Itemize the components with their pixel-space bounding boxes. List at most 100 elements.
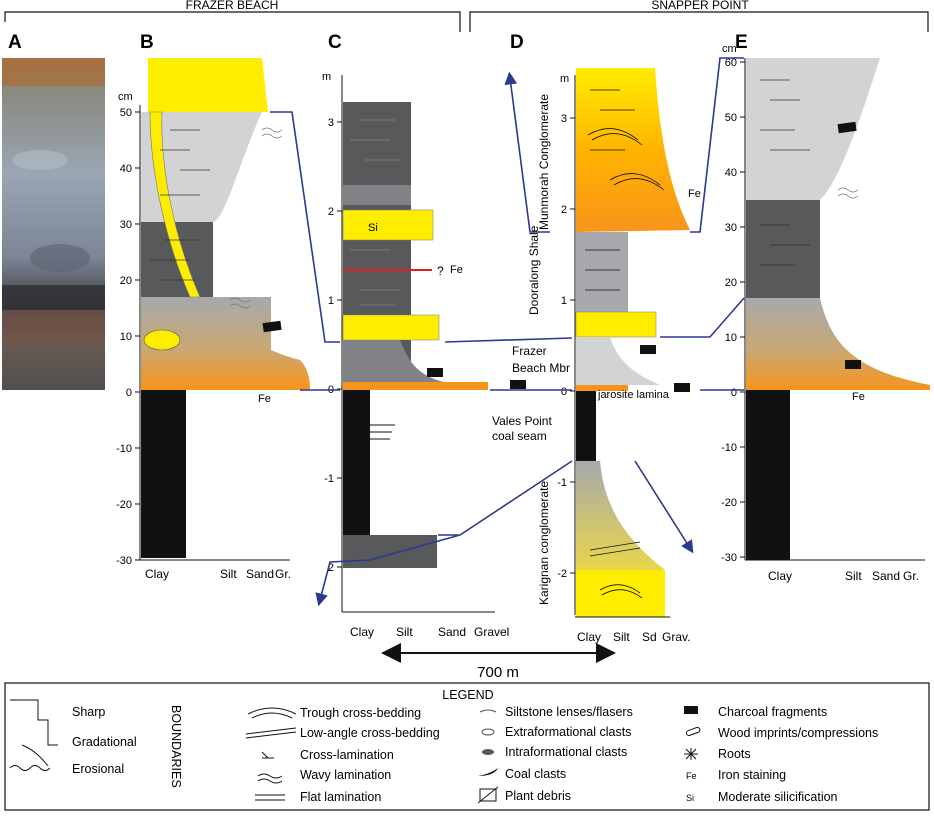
distance-label: 700 m [477, 664, 519, 681]
legend-siltstone: Siltstone lenses/flasers [505, 705, 633, 719]
legend-low-angle: Low-angle cross-bedding [300, 726, 440, 740]
unit-frazer: Frazer [512, 344, 547, 358]
legend-boundaries: Sharp Gradational Erosional BOUNDARIES [9, 699, 183, 788]
axis-tick-label: 2 [561, 204, 567, 216]
annotation-fe-d: Fe [688, 188, 701, 200]
axis-d-sand: Sd [642, 630, 657, 644]
panel-label-b: B [140, 32, 154, 53]
axis-tick-label: -10 [721, 442, 737, 454]
annotation-si: Si [368, 222, 378, 234]
axis-tick-label: 1 [561, 295, 567, 307]
panel-label-a: A [8, 32, 22, 53]
axis-d-clay: Clay [577, 630, 601, 644]
axis-b-sand: Sand [246, 567, 274, 581]
legend: LEGEND Sharp Gradational Erosional BOUND… [4, 682, 930, 811]
legend-charcoal: Charcoal fragments [718, 705, 827, 719]
unit-beach-mbr: Beach Mbr [512, 361, 570, 375]
axis-tick-label: 2 [328, 562, 334, 574]
outcrop-photo [2, 58, 105, 390]
legend-col3: Fe Si Charcoal fragments Wood imprints/c… [684, 705, 878, 804]
axis-e-gravel: Gr. [903, 569, 919, 583]
legend-fe-symbol: Fe [686, 771, 697, 781]
legend-plant-debris: Plant debris [505, 789, 571, 803]
legend-roots: Roots [718, 747, 751, 761]
annotation-fe-b: Fe [258, 393, 271, 405]
legend-coal-clasts: Coal clasts [505, 767, 566, 781]
axis-tick-label: 50 [725, 112, 737, 124]
header-frazer-beach: FRAZER BEACH [4, 0, 461, 32]
axis-tick-label: -20 [721, 497, 737, 509]
axis-e-sand: Sand [872, 569, 900, 583]
axis-c-clay: Clay [350, 625, 374, 639]
boundary-gradational: Gradational [72, 735, 137, 749]
axis-tick-label: 50 [120, 107, 132, 119]
correlation-lines [270, 57, 745, 607]
legend-iron: Iron staining [718, 768, 786, 782]
axis-e-clay: Clay [768, 569, 792, 583]
axis-c-sand: Sand [438, 625, 466, 639]
legend-col2: Siltstone lenses/flasers Extraformationa… [477, 705, 633, 804]
legend-si-symbol: Si [686, 793, 694, 803]
boundary-erosional: Erosional [72, 762, 124, 776]
axis-tick-label: 10 [725, 332, 737, 344]
axis-b-silt: Silt [220, 567, 237, 581]
legend-title: LEGEND [442, 688, 493, 702]
axis-b-clay: Clay [145, 567, 169, 581]
legend-wood: Wood imprints/compressions [718, 726, 878, 740]
axis-tick-label: 3 [328, 117, 334, 129]
annotation-fe-c: Fe [450, 264, 463, 276]
unit-cm-e: cm [722, 43, 737, 55]
jarosite-label: jarosite lamina [597, 389, 670, 401]
unit-dooralong-1: Dooralong Shale [527, 225, 541, 315]
axis-tick-label: 1 [328, 295, 334, 307]
axis-tick-label: 0 [126, 387, 132, 399]
axis-tick-label: 3 [561, 113, 567, 125]
unit-karignan: Karignan conglomerate [537, 481, 551, 605]
distance-indicator: 700 m [381, 643, 616, 681]
legend-cross-lam: Cross-lamination [300, 748, 394, 762]
legend-trough: Trough cross-bedding [300, 706, 421, 720]
axis-c-silt: Silt [396, 625, 413, 639]
axis-tick-label: 10 [120, 331, 132, 343]
annotation-fe-e: Fe [852, 391, 865, 403]
axis-c-gravel: Gravel [474, 625, 509, 639]
legend-silicification: Moderate silicification [718, 790, 838, 804]
axis-e-silt: Silt [845, 569, 862, 583]
axis-d-silt: Silt [613, 630, 630, 644]
legend-col1: Trough cross-bedding Low-angle cross-bed… [245, 706, 440, 804]
unit-m-d: m [560, 73, 569, 85]
axis-tick-label: 2 [328, 206, 334, 218]
panel-label-c: C [328, 32, 342, 53]
axis-tick-label: 30 [725, 222, 737, 234]
axis-tick-label: -30 [116, 555, 132, 567]
axis-b-gravel: Gr. [275, 567, 291, 581]
header-snapper-point: SNAPPER POINT [469, 0, 929, 32]
axis-tick-label: 40 [120, 163, 132, 175]
axis-tick-label: 20 [120, 275, 132, 287]
unit-vales-2: coal seam [492, 429, 547, 443]
axis-tick-label: 40 [725, 167, 737, 179]
unit-m-c: m [322, 71, 331, 83]
axis-tick-label: -1 [324, 473, 334, 485]
axis-tick-label: -10 [116, 443, 132, 455]
header-snapper-title: SNAPPER POINT [651, 0, 749, 12]
legend-flat: Flat lamination [300, 790, 381, 804]
axis-tick-label: 20 [725, 277, 737, 289]
axis-tick-label: -20 [116, 499, 132, 511]
axis-tick-label: -1 [557, 477, 567, 489]
boundaries-title: BOUNDARIES [169, 705, 183, 788]
legend-extraformational: Extraformational clasts [505, 725, 631, 739]
legend-wavy: Wavy lamination [300, 768, 391, 782]
axis-tick-label: -30 [721, 552, 737, 564]
axis-tick-label: 60 [725, 57, 737, 69]
panel-label-e: E [735, 32, 748, 53]
